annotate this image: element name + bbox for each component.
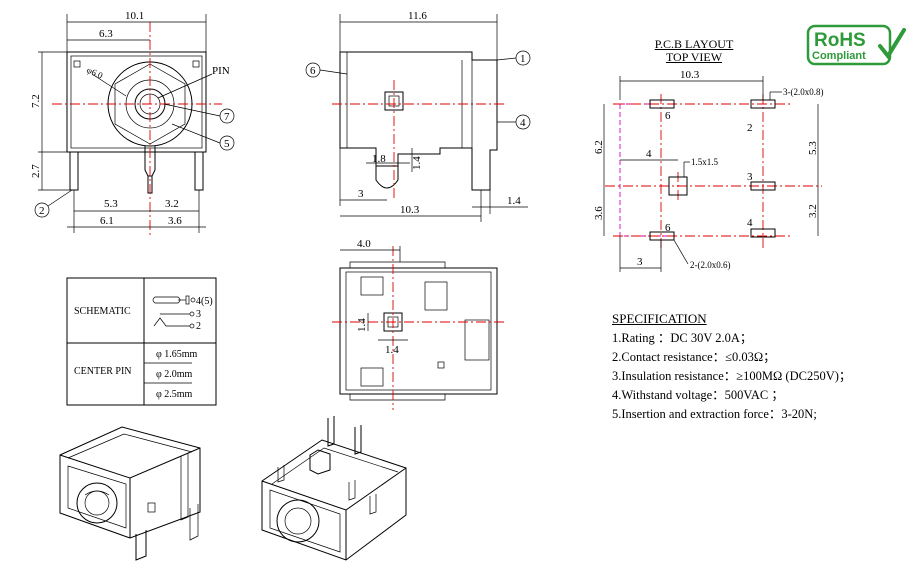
dim-front-height: 7.2 — [30, 94, 42, 108]
rohs-text: RoHS — [814, 30, 866, 51]
table-row-center-pin: CENTER PIN — [74, 366, 132, 377]
pad-label-6-top: 6 — [665, 110, 671, 122]
dim-side-d1: 1.8 — [372, 153, 386, 165]
spec-item-insertion-force: 5.Insertion and extraction force：3-20N; — [612, 407, 817, 421]
dim-front-diameter: φ6.0 — [85, 65, 105, 81]
pad-label-3: 3 — [747, 171, 753, 183]
rohs-compliant-logo: RoHS Compliant — [806, 24, 906, 66]
dim-pcb-h1: 6.2 — [593, 140, 605, 154]
callout-5: 5 — [224, 138, 230, 150]
spec-item-rating: 1.Rating ：DC 30V 2.0A； — [612, 331, 753, 345]
dim-pcb-x1: 4 — [646, 148, 652, 160]
dim-side-d5: 1.4 — [507, 195, 521, 207]
note-pad-large: 3-(2.0x0.8) — [783, 87, 824, 97]
dim-front-b2: 3.2 — [165, 198, 179, 210]
dim-side-d2: 1.4 — [411, 156, 423, 170]
specification: SPECIFICATION 1.Rating ：DC 30V 2.0A； 2.C… — [612, 309, 851, 424]
dim-front-pin-height: 2.7 — [30, 164, 42, 178]
front-view: 10.1 6.3 7.2 2.7 φ6.0 PIN 7 5 2 — [30, 10, 235, 235]
isometric-view-left — [59, 426, 201, 561]
dim-pcb-v1: 5.3 — [807, 141, 819, 155]
isometric-view-right — [261, 416, 407, 561]
schematic-pin-3: 3 — [196, 309, 201, 320]
dim-pcb-v2: 3.2 — [807, 204, 819, 218]
pad-label-4: 4 — [747, 217, 753, 229]
pcb-title-line1: P.C.B LAYOUT — [654, 37, 734, 51]
label-pin: PIN — [212, 65, 230, 77]
dim-front-b1: 5.3 — [104, 198, 118, 210]
note-pad-small: 2-(2.0x0.6) — [690, 260, 731, 270]
bottom-view: 4.0 1.4 1.4 — [332, 238, 505, 410]
center-pin-1: φ 1.65mm — [156, 349, 198, 360]
dim-front-width: 10.1 — [125, 10, 144, 22]
pcb-layout: 6 2 3 4 6 10.3 6.2 3.6 4 3 5.3 3.2 3-(2.… — [593, 69, 824, 272]
pad-label-6-bottom: 6 — [665, 222, 671, 234]
dim-bottom-w2: 1.4 — [385, 344, 399, 356]
callout-2: 2 — [39, 205, 45, 217]
schematic-pin-2: 2 — [196, 321, 201, 332]
dim-side-width: 11.6 — [408, 10, 427, 22]
dim-front-b3: 6.1 — [100, 215, 114, 227]
pcb-title: P.C.B LAYOUT TOP VIEW — [634, 38, 754, 64]
spec-item-insulation-resistance: 3.Insulation resistance：≥100MΩ (DC250V)； — [612, 369, 852, 383]
dim-side-d3: 3 — [358, 188, 364, 200]
pad-label-2: 2 — [747, 122, 753, 134]
dim-pcb-x2: 3 — [637, 256, 643, 268]
pcb-title-line2: TOP VIEW — [665, 50, 723, 64]
dim-pcb-width: 10.3 — [680, 69, 700, 81]
dim-bottom-w: 4.0 — [357, 238, 371, 250]
spec-item-withstand-voltage: 4.Withstand voltage：500VAC ； — [612, 388, 784, 402]
schematic-pin-4: 4(5) — [196, 296, 213, 307]
center-pin-3: φ 2.5mm — [156, 389, 193, 400]
dim-front-b4: 3.6 — [168, 215, 182, 227]
spec-item-contact-resistance: 2.Contact resistance：≤0.03Ω； — [612, 350, 776, 364]
dim-pcb-h2: 3.6 — [593, 206, 605, 220]
spec-table: SCHEMATIC CENTER PIN 4(5) 3 2 φ 1.65mm φ… — [66, 277, 217, 406]
callout-6: 6 — [310, 65, 316, 77]
callout-1: 1 — [520, 53, 526, 65]
side-view: 11.6 6 1 4 1.8 1.4 3 10.3 1.4 — [305, 10, 531, 222]
specification-title: SPECIFICATION — [612, 311, 707, 326]
check-icon — [878, 28, 906, 60]
center-pin-2: φ 2.0mm — [156, 369, 193, 380]
dim-side-d4: 10.3 — [400, 204, 420, 216]
note-pad-center: 1.5x1.5 — [691, 157, 719, 167]
table-row-schematic: SCHEMATIC — [74, 306, 131, 317]
dim-front-left: 6.3 — [99, 28, 113, 40]
callout-4: 4 — [520, 117, 526, 129]
callout-7: 7 — [224, 111, 230, 123]
rohs-compliant-text: Compliant — [812, 50, 866, 62]
dim-bottom-h: 1.4 — [356, 318, 368, 332]
